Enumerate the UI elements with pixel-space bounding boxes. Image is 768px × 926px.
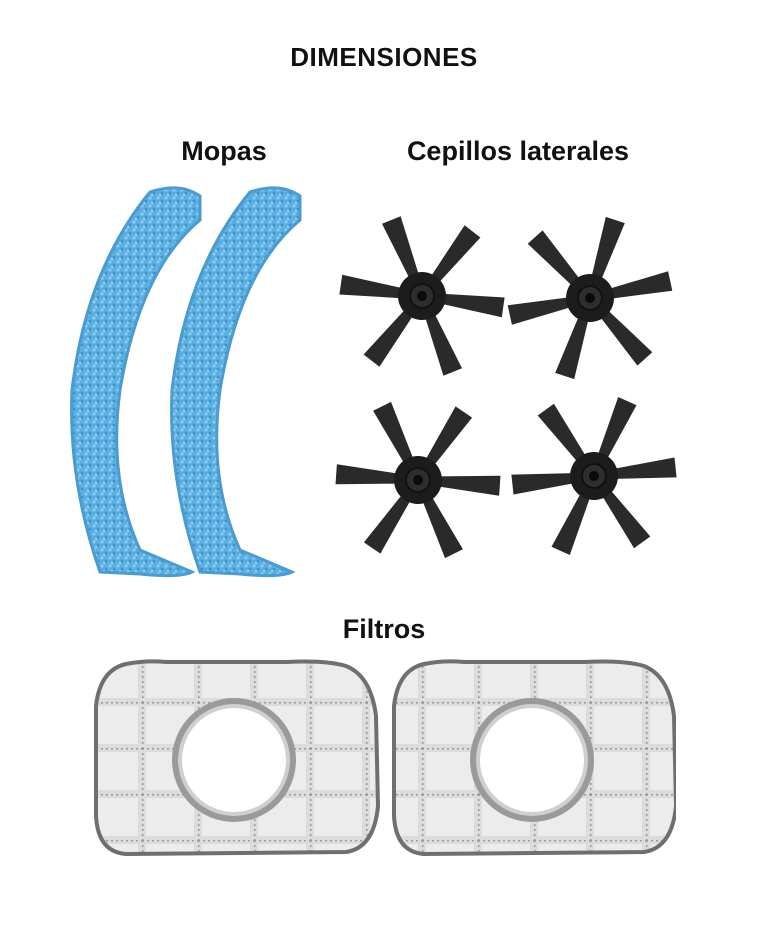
bristle-arm	[597, 397, 637, 460]
bristle-arm	[424, 312, 462, 376]
filter-1	[94, 659, 381, 857]
brush-arms	[511, 397, 677, 555]
side-brush-2	[507, 216, 673, 380]
bristle-arm	[551, 492, 591, 555]
brush-arms	[339, 216, 505, 376]
bristle-arm	[599, 309, 653, 366]
mop-pads-illustration	[70, 186, 302, 578]
side-brushes-heading: Cepillos laterales	[406, 136, 630, 166]
bristle-arm	[613, 457, 677, 479]
side-brush-3	[335, 401, 501, 559]
bristle-arm	[373, 401, 414, 465]
bristle-arm	[422, 495, 463, 559]
bristle-arm	[601, 489, 651, 549]
bristle-arm	[555, 315, 589, 380]
side-brush-1	[339, 216, 505, 376]
mop-pad-1	[70, 186, 202, 578]
mop-pad-2	[170, 186, 302, 578]
filters-illustration	[94, 659, 676, 857]
bristle-arm	[425, 406, 473, 467]
brush-arms	[335, 401, 501, 559]
filters-heading: Filtros	[342, 614, 426, 644]
filter-2	[392, 659, 676, 857]
bristle-arm	[591, 216, 625, 281]
bristle-arm	[335, 464, 399, 485]
bristle-arm	[437, 475, 501, 496]
bristle-arm	[511, 473, 575, 495]
bristle-arm	[537, 403, 587, 463]
brush-arms	[507, 216, 673, 380]
mops-heading: Mopas	[181, 136, 267, 166]
bristle-arm	[608, 271, 673, 299]
page-title: DIMENSIONES	[290, 42, 478, 72]
bristle-arm	[527, 230, 581, 287]
bristle-arm	[339, 274, 403, 299]
bristle-arm	[441, 293, 505, 318]
bristle-arm	[363, 308, 414, 367]
bristle-arm	[363, 493, 411, 554]
bristle-arm	[430, 225, 481, 284]
side-brush-4	[511, 397, 677, 555]
bristle-arm	[507, 297, 572, 325]
bristle-arm	[382, 216, 420, 280]
